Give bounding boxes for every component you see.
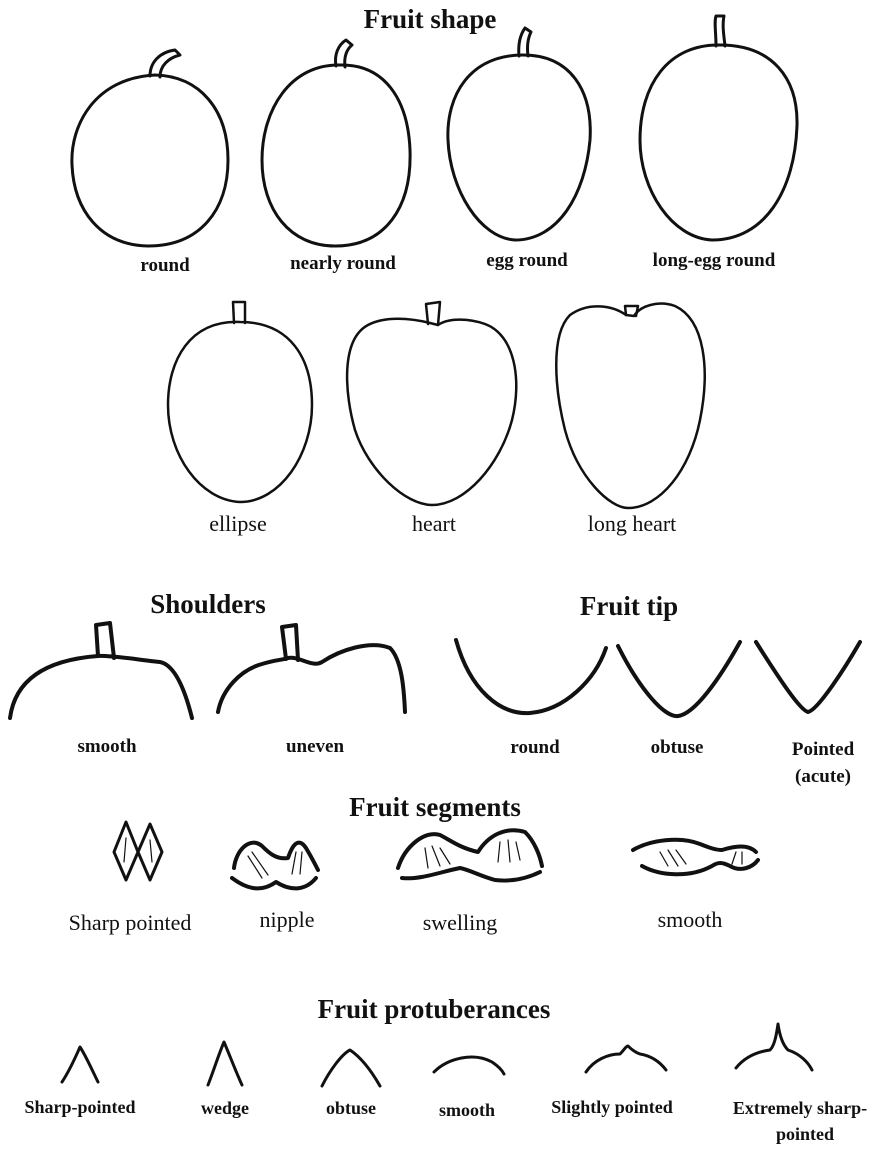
fruit-shape-title: Fruit shape (364, 6, 497, 33)
fruit-protuberances-title: Fruit protuberances (318, 996, 551, 1023)
fruit-tip-title: Fruit tip (580, 593, 678, 620)
fruit-segments-title: Fruit segments (349, 794, 521, 821)
fruit-shape-label-heart: heart (412, 513, 456, 535)
protuberance-label-sharp-pointed: Sharp-pointed (24, 1098, 135, 1116)
shoulders-label-uneven: uneven (286, 737, 344, 756)
segment-label-smooth: smooth (658, 909, 723, 931)
fruit-shape-long-egg-round-drawing (640, 16, 797, 240)
shoulders-uneven-drawing (218, 625, 405, 712)
protuberance-sharp-pointed-drawing (62, 1047, 98, 1082)
fruit-shape-label-egg-round: egg round (486, 251, 567, 270)
segment-label-nipple: nipple (260, 909, 315, 931)
protuberance-label-extremely-sharp-pointed-line1: Extremely sharp- (733, 1099, 867, 1117)
shoulders-label-smooth: smooth (77, 737, 136, 756)
fruit-shape-label-long-egg-round: long-egg round (653, 251, 776, 270)
fruit-shape-label-long-heart: long heart (588, 513, 677, 535)
protuberance-extremely-sharp-pointed-drawing (736, 1024, 812, 1070)
segment-smooth-drawing (633, 840, 758, 875)
fruit-shape-ellipse-drawing (168, 302, 312, 502)
protuberance-label-wedge: wedge (201, 1099, 249, 1117)
fruit-shape-round-drawing (72, 50, 228, 246)
fruit-tip-obtuse-drawing (618, 642, 740, 716)
fruit-tip-round-drawing (456, 640, 606, 713)
fruit-tip-label-pointed: Pointed (792, 740, 854, 759)
protuberance-smooth-drawing (434, 1057, 504, 1074)
segment-nipple-drawing (232, 843, 318, 889)
fruit-shape-label-round: round (140, 256, 189, 275)
segment-swelling-drawing (398, 830, 542, 880)
protuberance-label-slightly-pointed: Slightly pointed (551, 1098, 673, 1116)
segment-sharp-pointed-drawing (114, 822, 162, 880)
protuberance-slightly-pointed-drawing (586, 1046, 666, 1072)
fruit-shape-egg-round-drawing (448, 28, 590, 240)
fruit-tip-label-acute: (acute) (795, 767, 851, 786)
protuberance-label-smooth: smooth (439, 1101, 495, 1119)
shoulders-title: Shoulders (150, 591, 266, 618)
shoulders-smooth-drawing (10, 623, 192, 718)
protuberance-obtuse-drawing (322, 1050, 380, 1086)
fruit-shape-label-ellipse: ellipse (209, 513, 266, 535)
segment-label-swelling: swelling (423, 912, 498, 934)
fruit-tip-label-obtuse: obtuse (651, 738, 704, 757)
protuberance-label-extremely-sharp-pointed-line2: pointed (776, 1125, 834, 1143)
segment-label-sharp-pointed: Sharp pointed (69, 912, 192, 934)
protuberance-wedge-drawing (208, 1042, 242, 1085)
fruit-shape-nearly-round-drawing (262, 40, 410, 246)
fruit-shape-heart-drawing (347, 302, 516, 505)
fruit-shape-label-nearly-round: nearly round (290, 254, 396, 273)
fruit-tip-pointed-drawing (756, 642, 860, 712)
fruit-shape-long-heart-drawing (556, 304, 704, 508)
fruit-tip-label-round: round (510, 738, 559, 757)
protuberance-label-obtuse: obtuse (326, 1099, 376, 1117)
